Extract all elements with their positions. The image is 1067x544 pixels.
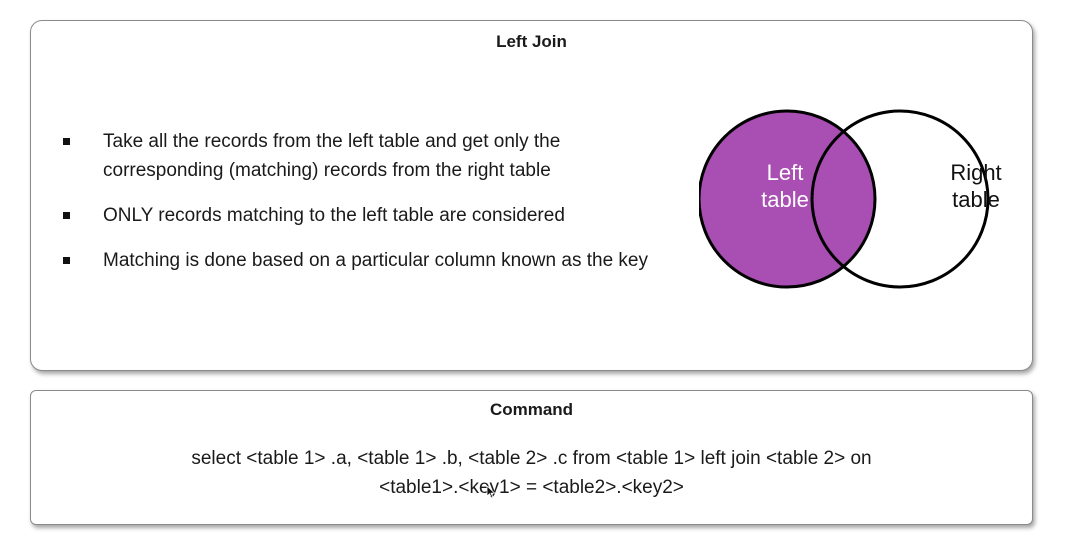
command-line: <table1>.<key1> = <table2>.<key2> [379,477,684,498]
left-label-line2: table [761,187,809,212]
bullet-text: Matching is done based on a particular c… [103,250,648,271]
right-label-line1: Right [950,160,1001,185]
right-table-circle [810,109,990,289]
bullet-text: ONLY records matching to the left table … [103,205,565,226]
square-bullet-icon [63,138,70,145]
venn-diagram: Left table Right table [699,109,1002,289]
command-panel: Command select <table 1> .a, <table 1> .… [30,390,1033,525]
square-bullet-icon [63,257,70,264]
bullet-text: Take all the records from the left table… [103,131,561,181]
bullet-list: Take all the records from the left table… [59,127,659,291]
command-line: select <table 1> .a, <table 1> .b, <tabl… [191,448,872,469]
panel-title: Command [489,400,574,419]
bullet-item: Take all the records from the left table… [59,127,659,185]
square-bullet-icon [63,212,70,219]
left-circle-outline [699,109,877,289]
command-text: select <table 1> .a, <table 1> .b, <tabl… [31,444,1032,502]
panel-title: Left Join [496,32,567,51]
bullet-item: Matching is done based on a particular c… [59,246,659,275]
left-table-circle [699,111,875,287]
right-label-line2: table [952,187,1000,212]
bullet-item: ONLY records matching to the left table … [59,201,659,230]
mouse-cursor-icon [486,485,496,499]
left-join-panel: Left Join Take all the records from the … [30,20,1033,371]
left-label-line1: Left [767,160,804,185]
